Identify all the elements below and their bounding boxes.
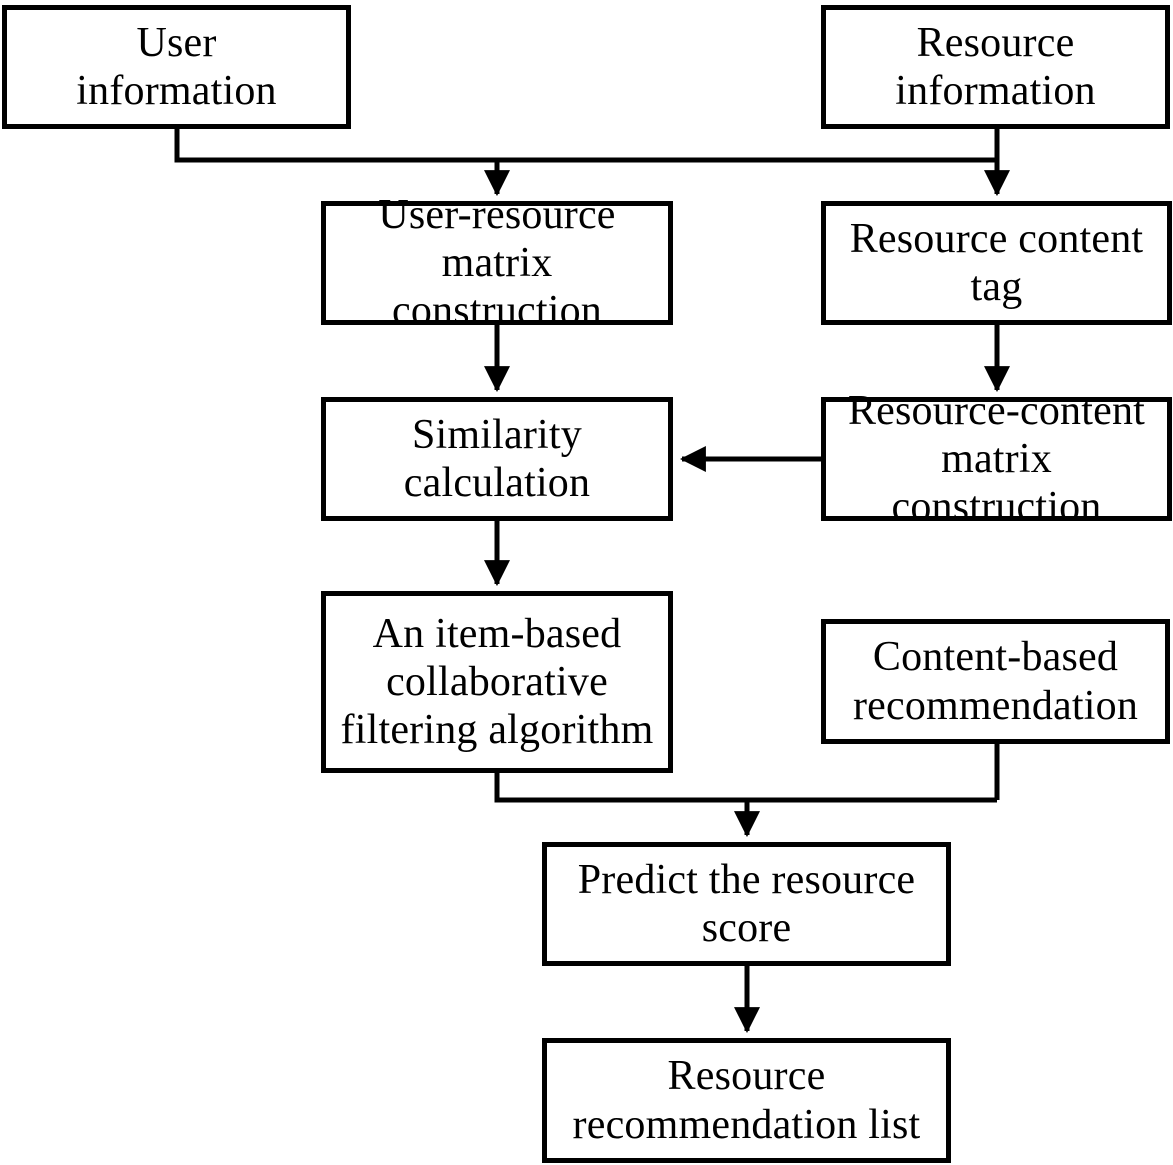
node-content-based-recommendation[interactable]: Content-based recommendation xyxy=(821,619,1170,744)
node-predict-the-resource-score[interactable]: Predict the resource score xyxy=(542,842,951,966)
node-user-resource-matrix-construction[interactable]: User-resource matrix construction xyxy=(321,192,673,334)
node-resource-information[interactable]: Resource information xyxy=(821,5,1170,129)
node-resource-content-tag[interactable]: Resource content tag xyxy=(821,201,1172,325)
edge-user-information-to-bus xyxy=(174,129,997,163)
node-item-based-collaborative-filtering-algorithm[interactable]: An item-based collaborative filtering al… xyxy=(321,591,673,773)
node-user-information[interactable]: User information xyxy=(2,5,351,129)
edge-item-based-cf-to-merge-bus xyxy=(494,773,997,803)
node-resource-recommendation-list[interactable]: Resource recommendation list xyxy=(542,1038,951,1163)
node-similarity-calculation[interactable]: Similarity calculation xyxy=(321,397,673,521)
node-resource-content-matrix-construction[interactable]: Resource-content matrix construction xyxy=(821,388,1172,530)
